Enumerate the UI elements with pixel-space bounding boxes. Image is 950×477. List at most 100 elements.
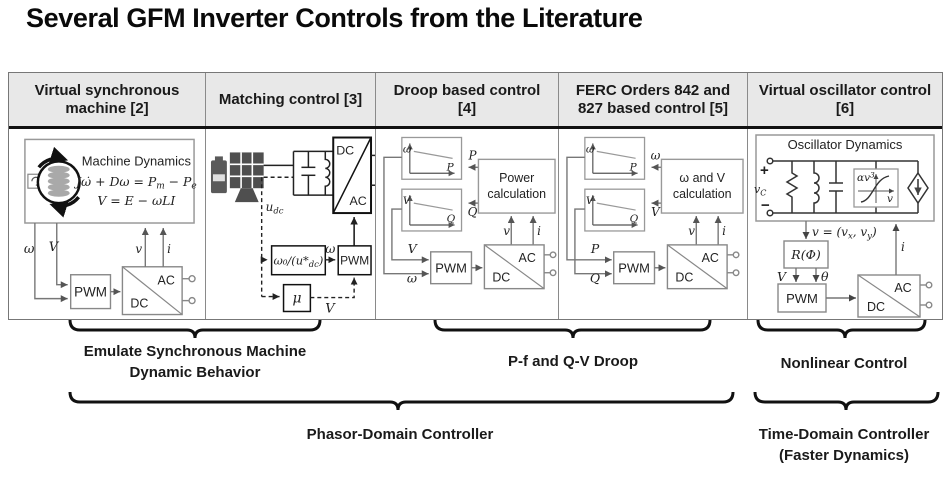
voc-V-label: V <box>777 269 788 284</box>
table-header-row: Virtual synchronous machine [2] Matching… <box>9 73 942 129</box>
voc-theta-label: θ <box>821 269 829 284</box>
panel-matching: DC AC udc ω₀/(u*dc) ω PWM <box>206 129 376 319</box>
matching-converter: DC AC <box>332 136 375 215</box>
vsm-i-feedback-label: i <box>167 242 171 256</box>
svg-text:AC: AC <box>158 274 175 288</box>
machine-dynamics-title: Machine Dynamics <box>82 153 191 168</box>
panel-ferc: ω P ω V Q V <box>559 129 748 319</box>
matching-pwm-box <box>337 245 372 276</box>
svg-text:calculation: calculation <box>673 187 732 201</box>
droop-output-terminal <box>549 269 557 277</box>
svg-text:ω: ω <box>586 143 595 155</box>
droop-V-pwm-label: V <box>408 241 419 256</box>
oscillator-dynamics-box <box>755 134 935 222</box>
voc-output-terminal <box>925 281 933 289</box>
svg-text:DC: DC <box>130 297 148 311</box>
voc-diagram: Oscillator Dynamics <box>754 134 935 318</box>
vsm-omega-label: ω <box>24 242 35 257</box>
droop-i-label: i <box>537 224 541 238</box>
vsm-output-terminal <box>188 275 196 283</box>
vsm-equation-1: Jω̇ + Dω = Pm − Pe <box>73 174 197 191</box>
svg-text:Q: Q <box>447 213 456 225</box>
brace-emulate <box>68 319 322 339</box>
frequency-matching-box <box>270 245 327 276</box>
panel-voc: Oscillator Dynamics <box>748 129 942 319</box>
ferc-P-pwm-label: P <box>590 241 600 256</box>
column-header-voc: Virtual oscillator control [6] <box>758 81 932 117</box>
alpha-axis-label: v <box>887 193 893 205</box>
column-header-droop: Droop based control [4] <box>376 73 559 126</box>
ferc-curve-omega-P: ω P <box>584 136 646 180</box>
matching-omega-label: ω <box>325 241 335 256</box>
mu-label: μ <box>292 291 301 307</box>
svg-text:DC: DC <box>867 300 885 314</box>
ferc-V-input-label: V <box>651 205 661 219</box>
brace-time-domain <box>753 391 940 411</box>
ferc-omega-input-label: ω <box>651 148 661 162</box>
vsm-pwm-box <box>69 274 112 310</box>
column-header-matching: Matching control [3] <box>206 73 376 126</box>
solar-panel-icon <box>229 152 264 203</box>
panel-vsm: Machine Dynamics Jω̇ + Dω = Pm − Pe V = … <box>9 129 206 319</box>
controls-table: Virtual synchronous machine [2] Matching… <box>8 72 943 320</box>
droop-pwm-label: PWM <box>435 261 467 276</box>
svg-text:V: V <box>403 195 412 207</box>
capacitor-icon <box>829 161 843 213</box>
inductor-icon <box>813 161 820 213</box>
grouping-braces <box>68 319 940 411</box>
droop-output-terminal <box>549 251 557 259</box>
matching-diagram: DC AC udc ω₀/(u*dc) ω PWM <box>210 136 375 316</box>
droop-omega-pwm-label: ω <box>407 271 417 286</box>
voc-i-label: i <box>901 240 905 254</box>
label-phasor-domain: Phasor-Domain Controller <box>306 426 494 443</box>
mu-box <box>282 283 312 313</box>
droop-v-label: v <box>503 224 510 238</box>
droop-converter: AC DC <box>483 244 545 290</box>
ferc-converter: AC DC <box>666 244 728 290</box>
svg-text:AC: AC <box>894 281 911 295</box>
ferc-pwm-box <box>613 251 656 285</box>
label-nonlinear-control: Nonlinear Control <box>780 355 908 372</box>
brace-phasor <box>68 391 735 411</box>
svg-text:DC: DC <box>675 271 693 285</box>
ferc-pwm-label: PWM <box>618 261 650 276</box>
nonlinear-function-box: αv3 v <box>853 168 899 208</box>
oscillator-circuit <box>766 157 919 217</box>
matching-pwm-label: PWM <box>340 254 369 268</box>
vsm-V-label: V <box>49 240 60 255</box>
dc-link-filter <box>292 150 334 196</box>
label-emulate-synchronous: Emulate Synchronous Machine Dynamic Beha… <box>83 343 307 381</box>
droop-pwm-box <box>430 251 473 285</box>
droop-curve-V-Q: V Q <box>401 188 463 232</box>
vsm-v-feedback-label: v <box>135 242 142 256</box>
rotation-box <box>783 240 829 269</box>
column-header-vsm: Virtual synchronous machine [2] <box>9 73 206 126</box>
ferc-curve-V-Q: V Q <box>584 188 646 232</box>
page-title: Several GFM Inverter Controls from the L… <box>26 3 643 33</box>
ferc-v-label: v <box>688 224 695 238</box>
power-calculation-box: Power calculation <box>477 158 556 214</box>
voc-converter: AC DC <box>857 274 921 318</box>
alpha-v3-label: αv3 <box>857 171 875 185</box>
vc-label: vC <box>754 183 766 198</box>
svg-text:Q: Q <box>630 213 639 225</box>
svg-text:ω and V: ω and V <box>679 171 725 185</box>
oscillator-dynamics-title: Oscillator Dynamics <box>788 137 903 152</box>
synchronous-machine-icon <box>27 146 81 218</box>
panel-droop: ω P P V Q Q <box>376 129 559 319</box>
vsm-equation-2: V = E − ωLI <box>97 193 176 208</box>
rotation-label: R(Φ) <box>790 247 821 262</box>
udc-label: udc <box>266 200 284 215</box>
ferc-i-label: i <box>722 224 726 238</box>
brace-nonlinear <box>756 319 927 339</box>
v-vector-label: v = (vx, vy) <box>812 225 877 242</box>
current-source-icon <box>907 171 929 205</box>
vsm-diagram: Machine Dynamics Jω̇ + Dω = Pm − Pe V = … <box>24 138 197 316</box>
minus-terminal-label: − <box>761 197 770 214</box>
ferc-diagram: ω P ω V Q V <box>566 136 744 290</box>
frequency-matching-label: ω₀/(u*dc) <box>274 254 324 269</box>
table-body-row: Machine Dynamics Jω̇ + Dω = Pm − Pe V = … <box>9 129 942 319</box>
droop-Q-input-label: Q <box>468 205 478 219</box>
vsm-converter: AC DC <box>121 266 183 316</box>
battery-icon <box>210 156 227 194</box>
